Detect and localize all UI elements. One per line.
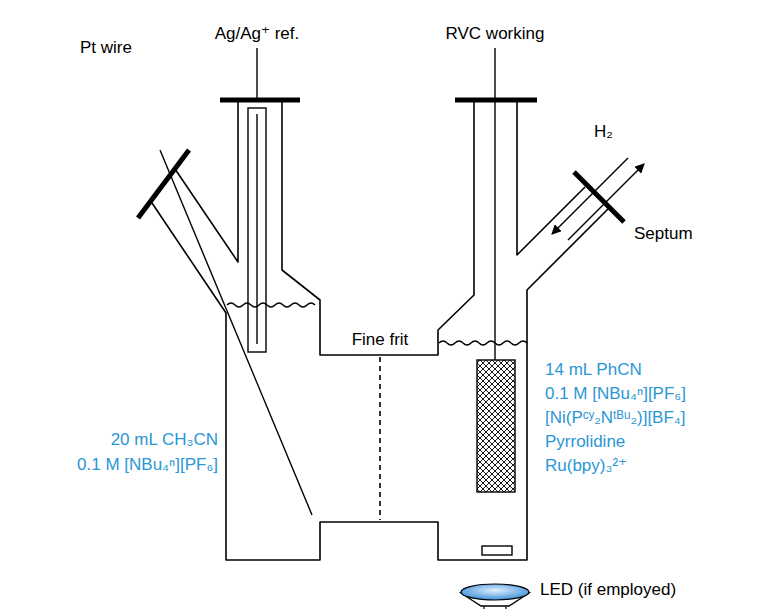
- part-label: LED (if employed): [540, 580, 676, 600]
- solution-label: 20 mL CH₃CN: [111, 430, 218, 450]
- ref-cap: [220, 98, 300, 103]
- solution-label: 14 mL PhCN: [545, 360, 642, 380]
- h2-neck-inner-wall: [517, 100, 585, 255]
- electrode-label: RVC working: [446, 24, 545, 44]
- gas-flow-arrows: [552, 158, 644, 240]
- stir-bar: [482, 546, 512, 555]
- solution-label: Pyrrolidine: [545, 432, 625, 452]
- working-cap: [455, 98, 537, 103]
- liquid-level: [439, 341, 527, 345]
- electrode-label: Ag/Ag⁺ ref.: [215, 24, 300, 44]
- solution-label: 0.1 M [NBu₄ⁿ][PF₆]: [77, 455, 218, 475]
- rvc-electrode: [477, 360, 515, 492]
- solution-label: 0.1 M [NBu₄ⁿ][PF₆]: [545, 384, 686, 404]
- liquid-level: [227, 303, 315, 307]
- working-lead: [494, 48, 495, 360]
- gas-label: H₂: [594, 122, 613, 142]
- cell-inner-wall: [282, 100, 474, 355]
- part-label: Septum: [634, 224, 693, 244]
- glassware: [152, 100, 610, 560]
- h2-septum: [574, 172, 624, 222]
- part-label: Fine frit: [352, 330, 409, 350]
- fine-frit: [379, 357, 381, 520]
- solution-label: Ru(bpy)₃²⁺: [545, 456, 627, 476]
- electrode-label: Pt wire: [80, 38, 132, 58]
- caps: [138, 100, 624, 222]
- led-lamp: [461, 584, 529, 609]
- pt-neck-inner-wall: [175, 100, 238, 262]
- cell-outer-wall: [152, 203, 610, 560]
- solution-label: [Ni(Pᶜʸ₂Nᵗᴮᵘ₂)][BF₄]: [545, 408, 686, 428]
